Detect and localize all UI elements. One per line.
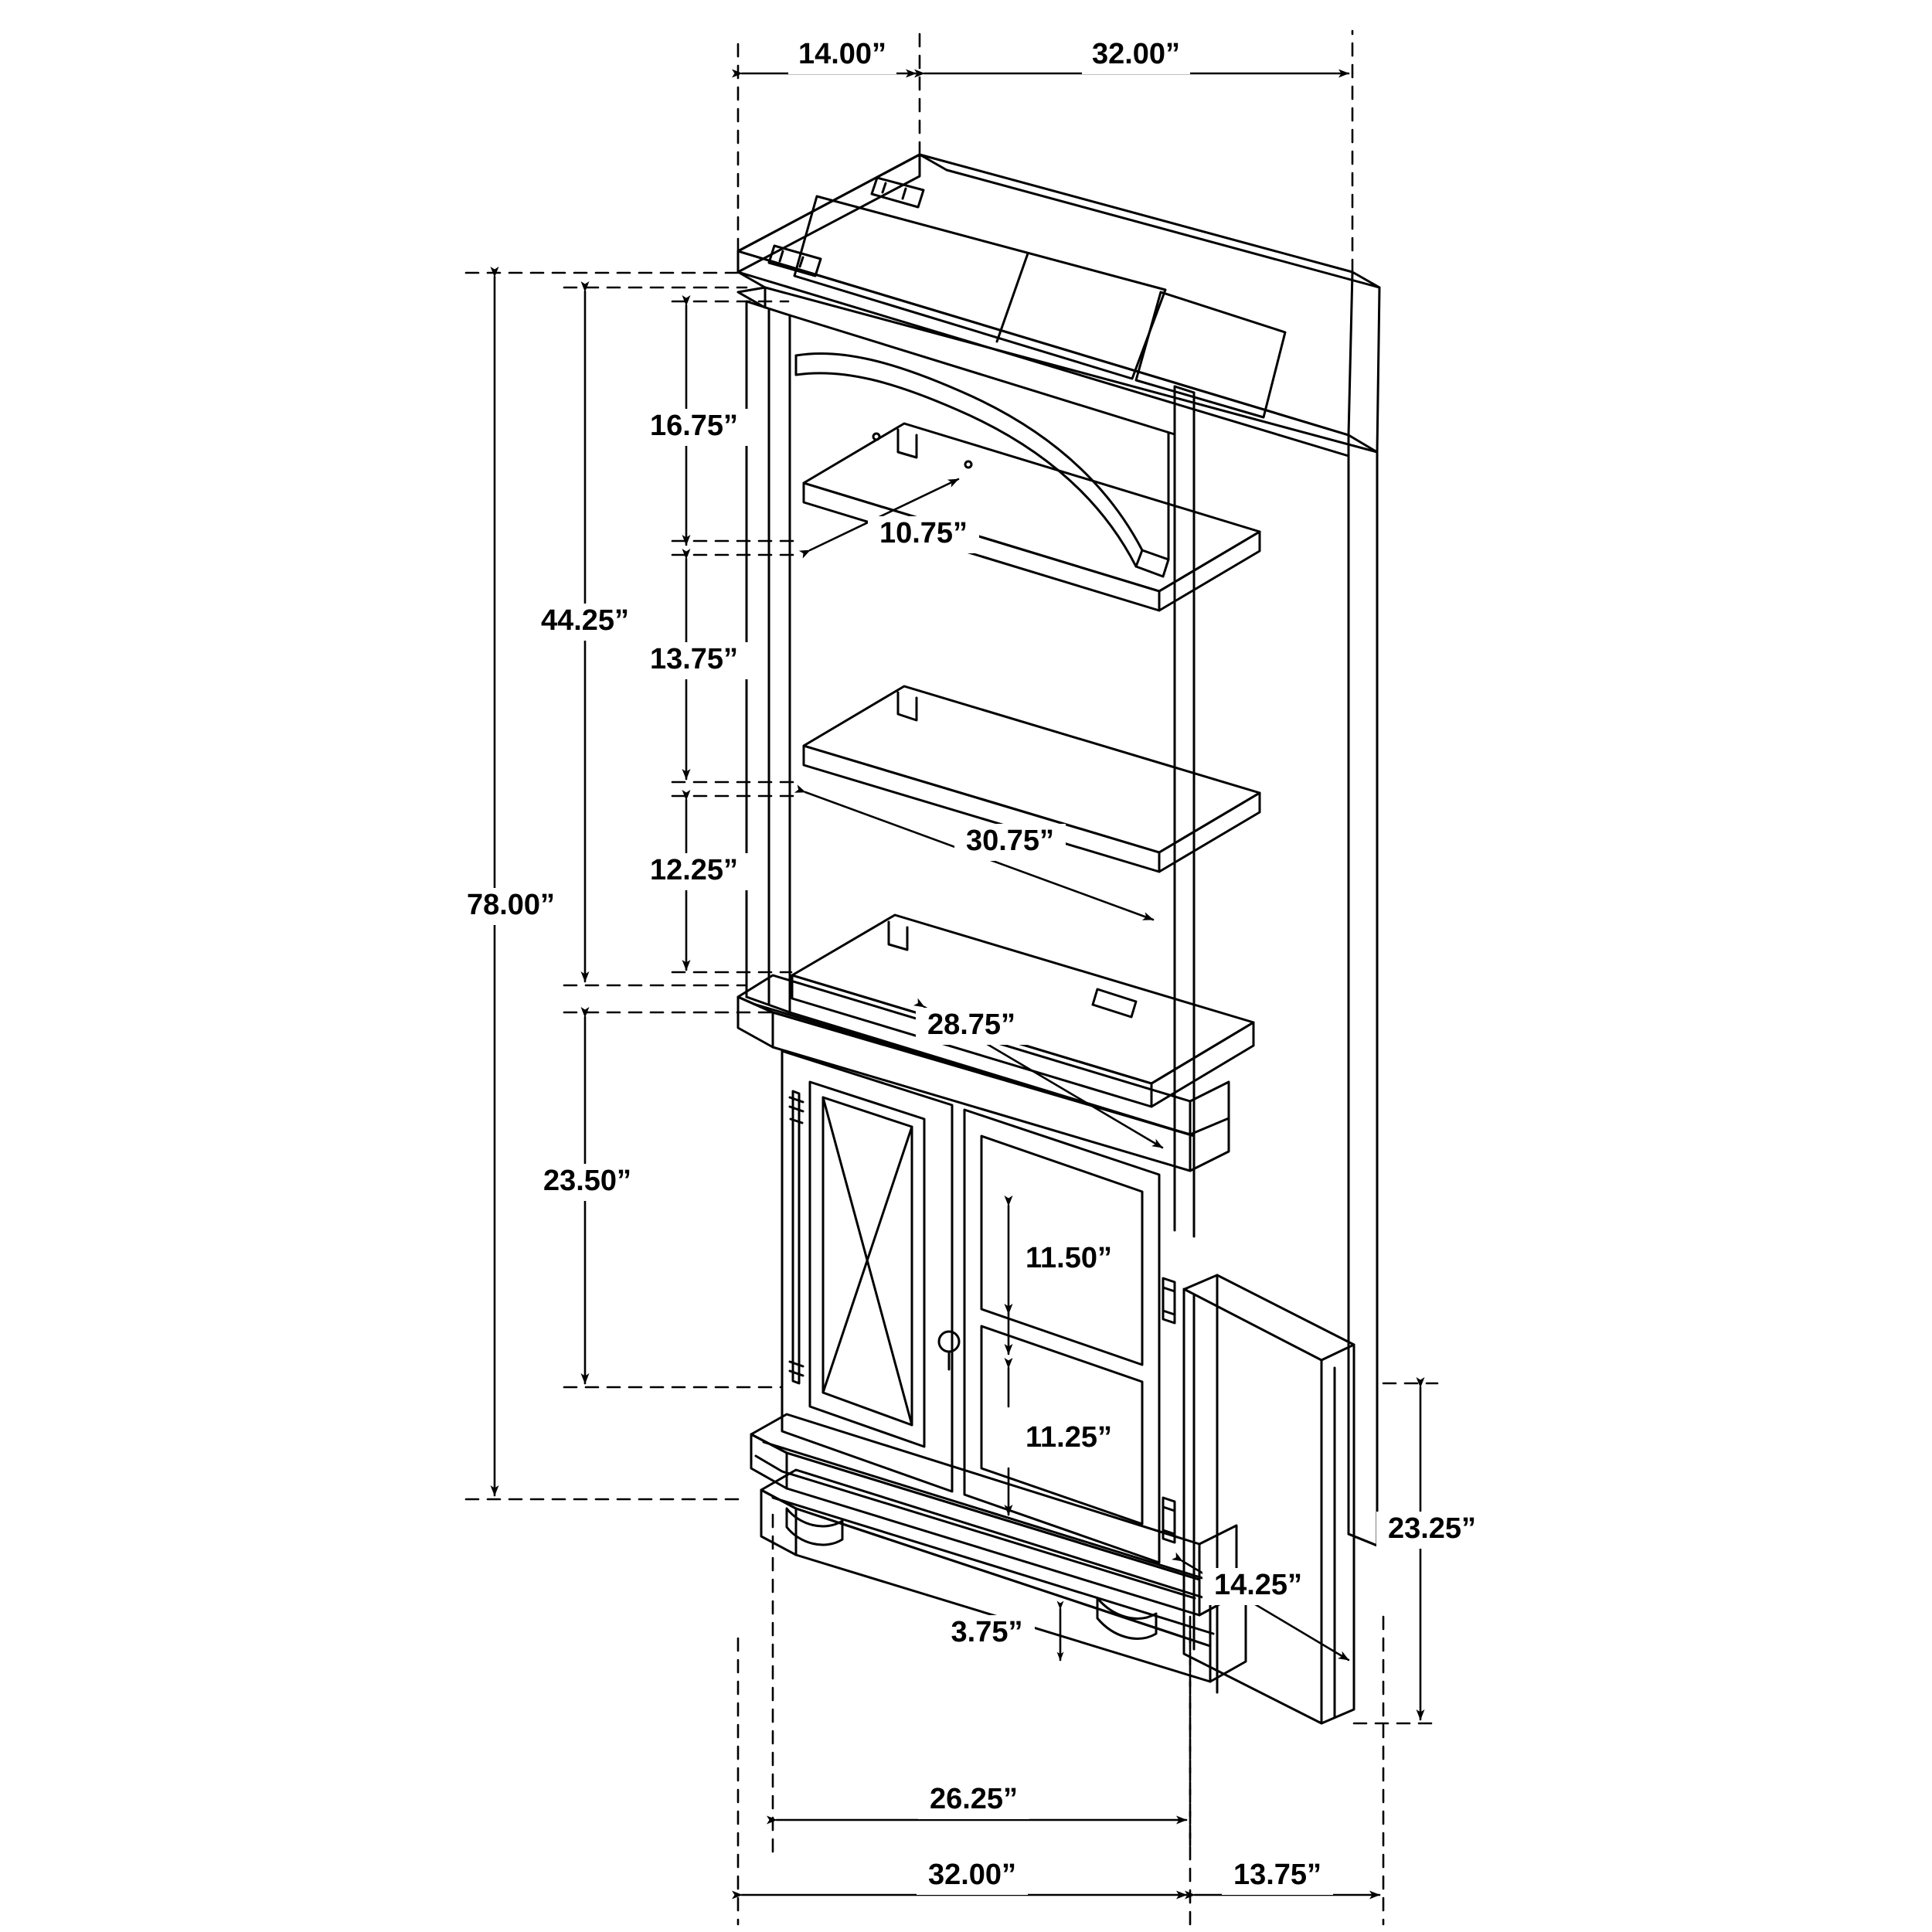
dim-label: 10.75” (879, 517, 968, 549)
label-overall-width: 32.00” (917, 1858, 1028, 1895)
dim-label: 23.25” (1388, 1512, 1476, 1545)
dim-label: 30.75” (966, 825, 1054, 857)
label-side-depth: 13.75” (1222, 1858, 1333, 1895)
dim-label: 12.25” (650, 854, 738, 886)
top-cap (736, 153, 1381, 457)
label-open-section: 44.25” (529, 604, 641, 641)
label-top-width: 32.00” (1082, 37, 1190, 74)
label-gap-middle: 13.75” (638, 642, 750, 679)
right-cabinet-door (963, 1108, 1161, 1564)
back-panel (788, 314, 1176, 1131)
dim-label: 11.25” (1026, 1421, 1112, 1454)
dim-label: 11.50” (1026, 1242, 1112, 1274)
left-side-panel (745, 300, 791, 1014)
label-gap-lower: 12.25” (638, 853, 750, 890)
dim-label: 3.75” (951, 1616, 1023, 1648)
left-cabinet-door (781, 1049, 961, 1493)
dimension-labels: 14.00” 32.00” 16.75” 10.75” 44.25” 13.75… (455, 37, 1488, 1895)
dim-label: 78.00” (467, 889, 555, 921)
dim-label: 32.00” (928, 1859, 1016, 1891)
label-cabinet-height: 23.50” (532, 1164, 643, 1201)
label-door-height: 23.25” (1376, 1512, 1488, 1549)
dim-label: 32.00” (1092, 38, 1180, 70)
dim-label: 14.00” (798, 38, 886, 70)
label-top-depth: 14.00” (788, 37, 896, 74)
dim-label: 16.75” (650, 410, 738, 442)
dim-label: 13.75” (1233, 1859, 1321, 1891)
arch-valance (794, 352, 1170, 578)
label-door-width: 14.25” (1202, 1568, 1314, 1605)
dim-label: 14.25” (1214, 1569, 1302, 1601)
dim-label: 13.75” (650, 643, 738, 675)
right-side-panel (1173, 385, 1379, 1547)
dim-label: 23.50” (543, 1165, 631, 1197)
door-hinges (1162, 1277, 1176, 1544)
label-gap-upper: 16.75” (638, 409, 750, 446)
label-door-upper-panel: 11.50” (1013, 1241, 1124, 1278)
dim-label: 44.25” (541, 604, 629, 637)
label-shelf-depth: 30.75” (954, 824, 1066, 861)
label-total-height: 78.00” (455, 888, 566, 925)
label-door-lower-panel: 11.25” (1013, 1420, 1124, 1458)
dim-label: 26.25” (930, 1783, 1018, 1815)
label-base-width: 26.25” (918, 1782, 1029, 1819)
cabinet-illustration (736, 153, 1381, 1725)
dim-arch-drop (798, 478, 960, 559)
dim-label: 28.75” (927, 1009, 1015, 1041)
label-arch-drop: 10.75” (868, 516, 979, 553)
label-shelf-inner: 28.75” (916, 1008, 1027, 1045)
label-base-molding: 3.75” (939, 1615, 1035, 1652)
